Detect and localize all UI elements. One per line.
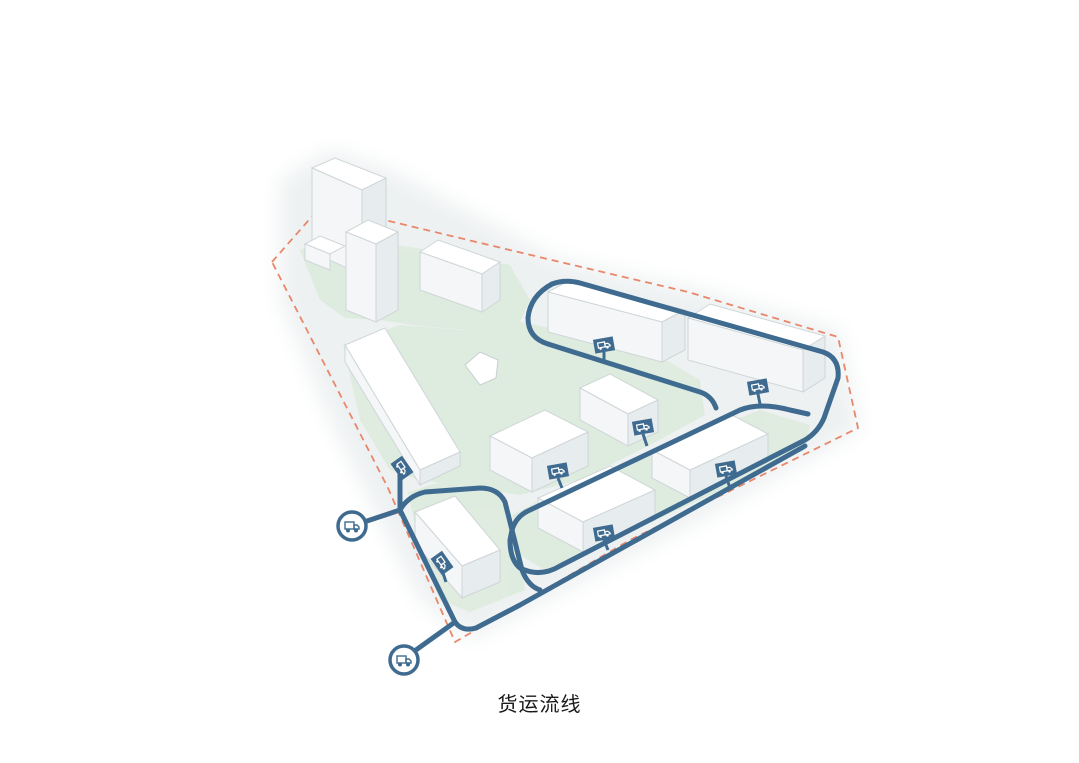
truck-icon <box>396 655 412 667</box>
building <box>488 409 590 493</box>
building <box>344 219 400 323</box>
truck-entry <box>388 644 420 676</box>
sculpture <box>464 351 499 386</box>
diagram-caption: 货运流线 <box>497 692 582 716</box>
truck-entry <box>336 510 368 542</box>
building <box>344 327 461 487</box>
building <box>418 239 502 313</box>
building <box>303 235 347 271</box>
site-boundary <box>270 203 860 644</box>
truck-icon <box>344 521 360 533</box>
buildings <box>303 157 827 600</box>
building <box>546 279 687 363</box>
dock-connectors <box>440 352 762 583</box>
